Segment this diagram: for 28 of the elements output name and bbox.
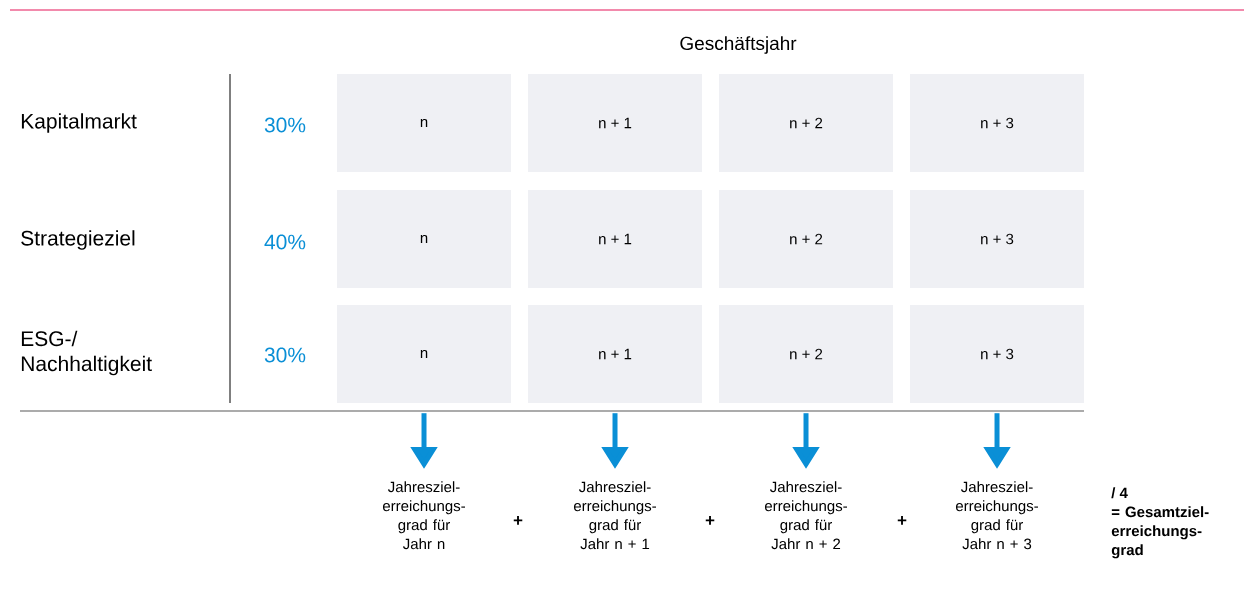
grid-cell: n + 2 — [719, 190, 893, 288]
result-text: Jahresziel- erreichungs- grad für Jahr n + 2 — [764, 481, 847, 550]
grid-cell: n + 1 — [528, 305, 702, 403]
grid-cell: n — [337, 74, 511, 172]
percentage: 30% — [264, 117, 306, 133]
result-text: Jahresziel- erreichungs- grad für Jahr n + 3 — [955, 481, 1038, 550]
percentage: 40% — [264, 234, 306, 250]
grid-cell: n + 2 — [719, 305, 893, 403]
grid-cell: n — [337, 190, 511, 288]
result-text: Jahresziel- erreichungs- grad für Jahr n + 1 — [573, 481, 656, 550]
result-text: Jahresziel- erreichungs- grad für Jahr n — [382, 481, 465, 550]
row-label: Strategieziel — [21, 230, 135, 250]
plus-sign: + — [897, 516, 907, 525]
plus-sign: + — [705, 516, 715, 525]
grid-cell: n + 3 — [910, 74, 1084, 172]
grid-cell: n + 2 — [719, 74, 893, 172]
grid-cell: n + 3 — [910, 305, 1084, 403]
percentage: 30% — [264, 347, 306, 363]
grid-cell: n + 3 — [910, 190, 1084, 288]
plus-sign: + — [513, 516, 523, 525]
column-heading: Geschäftsjahr — [680, 36, 797, 54]
grid-cell: n + 1 — [528, 74, 702, 172]
grid-cell: n — [337, 305, 511, 403]
row-label: ESG-/ Nachhaltigkeit — [21, 330, 152, 376]
divisor-text: / 4 — [1111, 487, 1128, 499]
grid-cell: n + 1 — [528, 190, 702, 288]
result-text: = Gesamtziel- erreichungs- grad — [1111, 506, 1209, 559]
row-label: Kapitalmarkt — [21, 113, 137, 133]
